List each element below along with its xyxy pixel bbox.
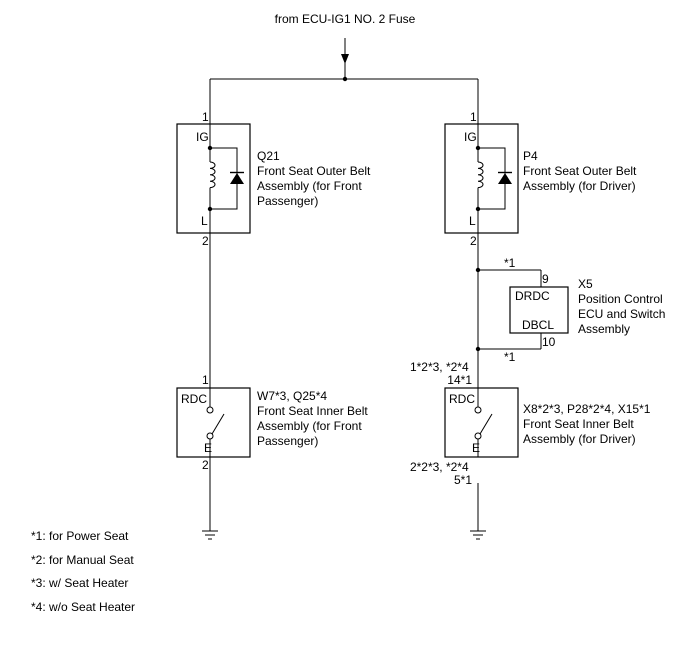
ecu-note-top: *1 [504, 256, 516, 270]
right-inner-terminal-rdc: RDC [449, 392, 475, 406]
ecu-box [509, 286, 569, 334]
left-inner-pin-bottom: 2 [202, 458, 209, 472]
right-belt-terminal-l: L [469, 214, 476, 228]
right-inner-belt-assembly: 1*2*3, *2*4 14*1 RDC E 2*2*3, *2*4 5*1 X… [410, 360, 654, 487]
relay-coil-icon [477, 161, 484, 189]
right-inner-pin-top: 1*2*3, *2*4 14*1 [410, 360, 472, 387]
left-belt-box [176, 123, 251, 234]
top-bus-wire [209, 62, 479, 124]
ecu-pin-top: 9 [542, 272, 549, 286]
ecu-terminal-top: DRDC [515, 289, 550, 303]
left-inner-belt-assembly: 1 RDC E 2 W7*3, Q25*4 Front Seat Inner B… [176, 373, 371, 472]
right-belt-pin-top: 1 [470, 110, 477, 124]
position-control-ecu: *1 9 DRDC DBCL 10 *1 X5 Position Control… [504, 256, 669, 364]
ground-icon [202, 530, 218, 540]
left-belt-label: Q21 Front Seat Outer Belt Assembly (for … [257, 149, 374, 208]
right-outer-belt-assembly: 1 IG L 2 P4 Front Seat Outer Belt Assemb… [444, 110, 640, 248]
diode-icon [498, 171, 512, 184]
switch-icon [206, 406, 225, 440]
right-wire [475, 233, 542, 390]
legend-item: *1: for Power Seat [31, 529, 129, 543]
left-belt-terminal-l: L [201, 214, 208, 228]
diode-icon [230, 171, 244, 184]
left-inner-label: W7*3, Q25*4 Front Seat Inner Belt Assemb… [257, 389, 371, 448]
left-belt-pin-top: 1 [202, 110, 209, 124]
ecu-label: X5 Position Control ECU and Switch Assem… [578, 277, 669, 336]
relay-coil-icon [209, 161, 216, 189]
left-belt-terminal-ig: IG [196, 130, 209, 144]
ecu-terminal-bottom: DBCL [522, 318, 554, 332]
right-inner-terminal-e: E [472, 441, 480, 455]
legend-item: *3: w/ Seat Heater [31, 576, 128, 590]
source-label: from ECU-IG1 NO. 2 Fuse [275, 12, 416, 26]
left-belt-pin-bottom: 2 [202, 234, 209, 248]
right-belt-label: P4 Front Seat Outer Belt Assembly (for D… [523, 149, 640, 193]
legend-item: *2: for Manual Seat [31, 553, 134, 567]
right-belt-pin-bottom: 2 [470, 234, 477, 248]
right-belt-box [444, 123, 519, 234]
source-arrow-icon [341, 38, 349, 64]
left-inner-pin-top: 1 [202, 373, 209, 387]
legend-item: *4: w/o Seat Heater [31, 600, 135, 614]
ground-icon [470, 530, 486, 540]
right-inner-label: X8*2*3, P28*2*4, X15*1 Front Seat Inner … [523, 402, 654, 446]
left-inner-terminal-e: E [204, 441, 212, 455]
left-outer-belt-assembly: 1 IG L 2 Q21 Front Seat Outer Belt Assem… [176, 110, 374, 248]
left-inner-terminal-rdc: RDC [181, 392, 207, 406]
right-inner-pin-bottom: 2*2*3, *2*4 5*1 [410, 460, 472, 487]
junction-dot [342, 76, 348, 82]
legend: *1: for Power Seat *2: for Manual Seat *… [31, 529, 135, 614]
right-belt-terminal-ig: IG [464, 130, 477, 144]
left-inner-box [176, 387, 251, 458]
ecu-note-bottom: *1 [504, 350, 516, 364]
right-inner-box [444, 387, 519, 458]
ecu-pin-bottom: 10 [542, 335, 556, 349]
switch-icon [474, 406, 493, 440]
